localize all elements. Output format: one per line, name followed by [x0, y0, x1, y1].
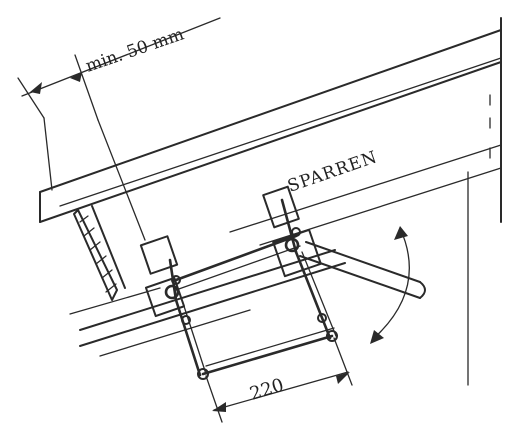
left-bracket — [139, 235, 209, 380]
right-bracket — [262, 185, 338, 342]
dimension-220 — [205, 337, 353, 423]
tilt-lever — [299, 241, 426, 299]
spacing-label: 220 — [247, 375, 286, 405]
wall-edge — [467, 17, 502, 386]
gutter-rails — [69, 249, 346, 357]
fascia-hatched — [73, 205, 126, 301]
top-tie-wire — [174, 234, 298, 282]
dimension-min-50 — [17, 17, 221, 241]
lower-crossbar — [201, 327, 335, 376]
rafter-label: SPARREN — [285, 147, 380, 196]
min-overlap-label: min. 50 mm — [83, 24, 187, 76]
rotation-arrow — [370, 226, 410, 344]
